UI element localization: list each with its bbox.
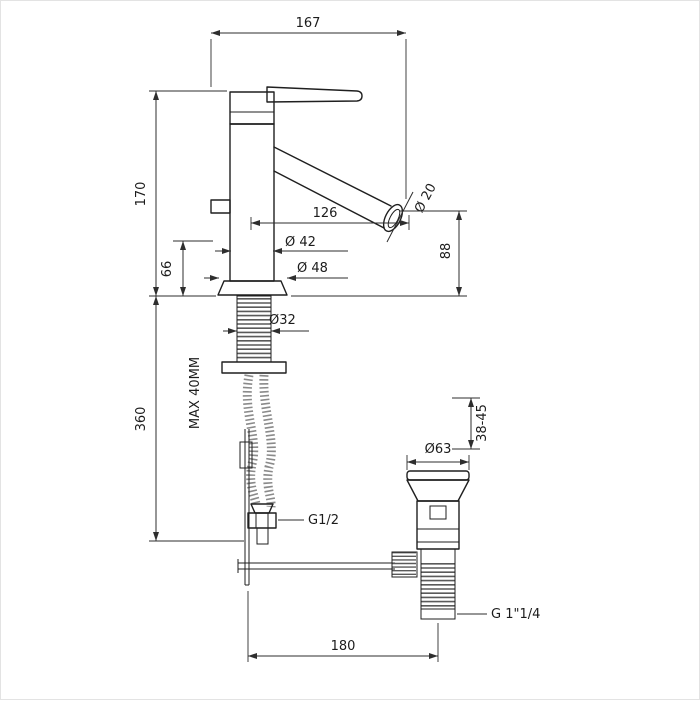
rod-inlet <box>391 551 418 578</box>
mounting-shank <box>221 295 287 374</box>
dim-label-20: Ø 20 <box>412 181 440 215</box>
dim-label-88: 88 <box>439 243 454 260</box>
dim-label-32: Ø32 <box>269 313 296 328</box>
dim-label-126: 126 <box>313 206 338 221</box>
dim-63: Ø63 <box>406 442 470 470</box>
dim-g114: G 1"1/4 <box>457 607 540 622</box>
waste-flange <box>406 470 470 481</box>
hose-fitting <box>247 503 277 545</box>
dim-180: 180 <box>247 591 439 662</box>
dim-label-max40: MAX 40MM <box>188 357 203 429</box>
base-flange <box>217 280 288 296</box>
faucet-body <box>210 86 404 296</box>
lever-handle <box>266 86 363 103</box>
dim-170: 170 <box>134 90 227 297</box>
dim-126: 126 <box>250 206 410 230</box>
side-knob <box>210 199 231 214</box>
dim-label-g12: G1/2 <box>308 513 339 528</box>
pop-up-rod <box>237 429 395 586</box>
dim-42: Ø 42 <box>215 235 348 254</box>
dim-label-66: 66 <box>160 261 175 278</box>
spout <box>273 146 404 233</box>
dim-167: 167 <box>210 16 407 199</box>
dim-66: 66 <box>160 240 213 296</box>
dim-label-167: 167 <box>296 16 321 31</box>
waste-plug-button <box>429 505 447 520</box>
spout-outlet <box>382 203 404 233</box>
dim-20: Ø 20 <box>386 181 440 243</box>
dim-label-170: 170 <box>134 182 149 207</box>
dim-label-42: Ø 42 <box>285 235 316 250</box>
drain-assembly <box>391 470 470 620</box>
dim-360: 360 <box>134 296 244 542</box>
dim-label-3845: 38-45 <box>475 404 490 442</box>
supply-hoses <box>242 374 276 508</box>
dim-48: Ø 48 <box>204 261 348 281</box>
dim-88: 88 <box>291 210 467 297</box>
dim-label-360: 360 <box>134 407 149 432</box>
dim-g12: G1/2 <box>278 513 339 528</box>
dim-label-g114: G 1"1/4 <box>491 607 540 622</box>
dim-label-180: 180 <box>331 639 356 654</box>
dim-label-48: Ø 48 <box>297 261 328 276</box>
tailpiece <box>420 548 456 620</box>
dim-max40: MAX 40MM <box>188 357 203 429</box>
dim-3845: 38-45 <box>452 397 490 450</box>
dim-label-63: Ø63 <box>425 442 452 457</box>
dim-32: Ø32 <box>223 313 309 334</box>
mounting-washer <box>221 361 287 374</box>
